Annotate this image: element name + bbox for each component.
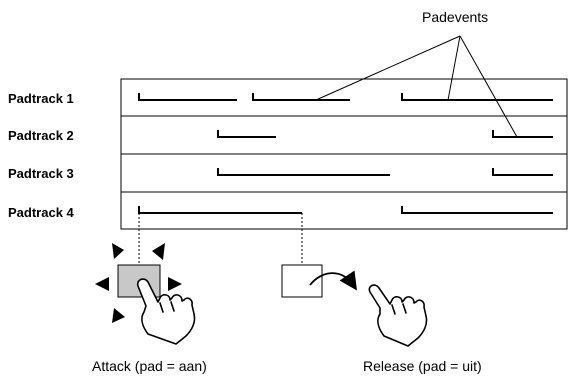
pad-event (252, 93, 350, 101)
pointer-line (447, 35, 461, 101)
pad-event (401, 206, 553, 214)
attack-caption: Attack (pad = aan) (92, 358, 207, 374)
pad-released (281, 264, 428, 347)
label-pointers (315, 35, 518, 138)
hand-press-icon (136, 278, 196, 345)
release-caption: Release (pad = uit) (363, 358, 482, 374)
pointer-line (315, 35, 461, 101)
pad-event (138, 93, 237, 101)
pad-released-square (281, 264, 323, 298)
track-label-4: Padtrack 4 (8, 205, 74, 220)
burst-arrows-icon (95, 243, 182, 323)
hand-release-icon (368, 284, 428, 347)
pad-event (217, 130, 276, 138)
track-label-1: Padtrack 1 (8, 91, 74, 106)
track-table (120, 78, 568, 230)
pointer-line (459, 35, 518, 138)
dotted-connectors (138, 213, 303, 265)
pad-event (401, 93, 553, 101)
pad-pressed (95, 243, 196, 345)
pad-event (217, 168, 390, 176)
pad-event (492, 130, 553, 138)
track-label-2: Padtrack 2 (8, 128, 74, 143)
track-label-3: Padtrack 3 (8, 166, 74, 181)
curved-arrow-icon (309, 270, 357, 291)
pad-event (492, 168, 553, 176)
padevents-label: Padevents (422, 9, 489, 25)
